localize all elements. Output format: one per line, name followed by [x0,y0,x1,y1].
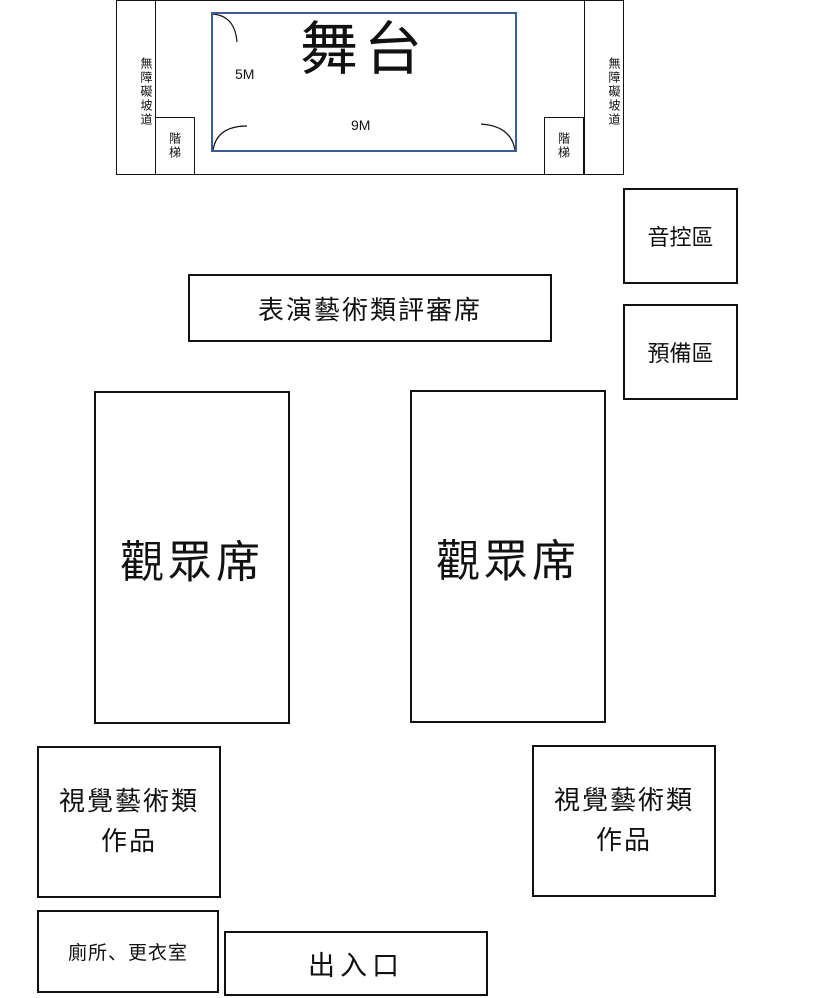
visual-art-left-line1: 視覺藝術類 [58,786,199,817]
door-swing-icons [213,14,515,150]
audience-seating-right: 觀眾席 [410,390,606,723]
standby-area: 預備區 [623,304,738,400]
door-arc-top-left-icon [213,14,238,43]
accessible-ramp-right: 無障礙坡道 [584,0,624,175]
audience-seating-left-label: 觀眾席 [120,536,264,588]
restroom-label: 廁所、更衣室 [67,942,188,964]
accessible-ramp-right-label: 無障礙坡道 [607,56,621,127]
accessible-ramp-left-label: 無障礙坡道 [139,56,153,127]
sound-control-area: 音控區 [623,188,738,284]
accessible-ramp-left: 無障礙坡道 [116,0,156,175]
sound-control-label: 音控區 [647,226,714,251]
judges-table: 表演藝術類評審席 [188,274,552,342]
stairs-left: 階梯 [155,117,195,175]
visual-art-right-line2: 作品 [595,826,652,856]
stairs-left-label: 階梯 [167,132,182,160]
stage-width-label: 9M [351,117,371,133]
entrance-exit: 出入口 [224,931,488,996]
door-arc-bottom-right-icon [480,123,515,150]
visual-art-left-line2: 作品 [100,827,157,857]
standby-area-label: 預備區 [647,342,714,367]
visual-art-exhibit-left: 視覺藝術類 作品 [37,746,221,898]
stairs-right: 階梯 [544,117,584,175]
judges-table-label: 表演藝術類評審席 [257,295,482,326]
visual-art-exhibit-right: 視覺藝術類 作品 [532,745,716,897]
visual-art-right-line1: 視覺藝術類 [553,785,694,816]
audience-seating-right-label: 觀眾席 [436,535,580,587]
stage-height-label: 5M [235,66,255,82]
door-arc-bottom-left-icon [213,125,248,150]
audience-seating-left: 觀眾席 [94,391,290,724]
stage: 舞台 5M 9M [211,12,517,152]
restroom-changing-room: 廁所、更衣室 [37,910,219,993]
entrance-label: 出入口 [308,951,404,982]
stairs-right-label: 階梯 [556,132,571,160]
stage-title: 舞台 [299,15,428,83]
